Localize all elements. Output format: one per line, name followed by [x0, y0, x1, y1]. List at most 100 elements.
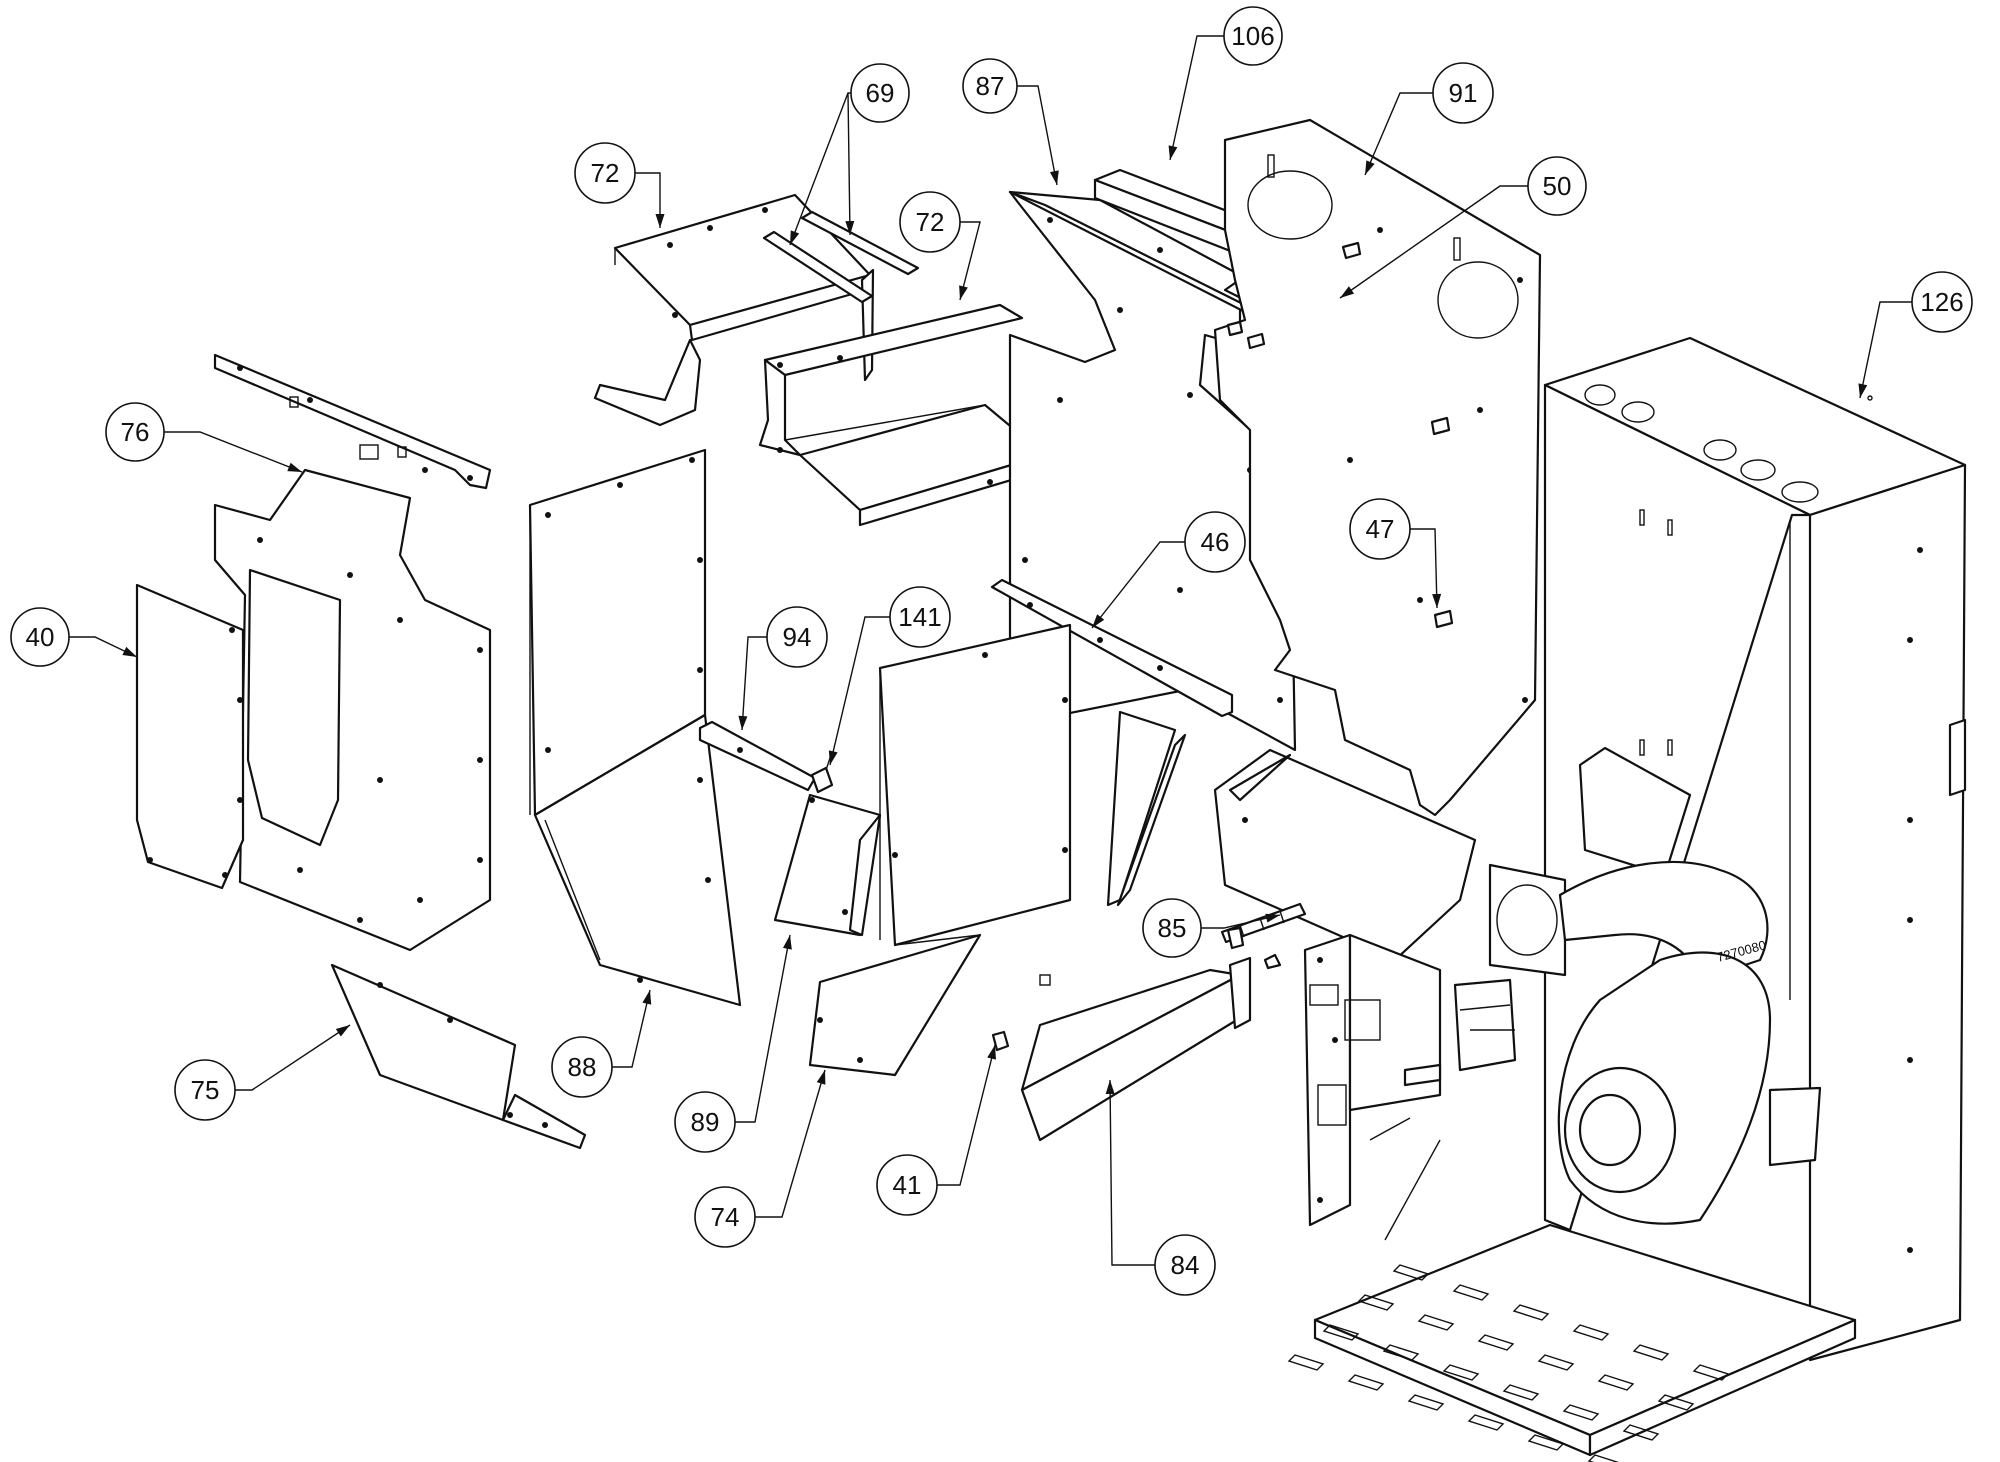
- callout-bubble-89: [674, 1091, 736, 1153]
- callout-bubble-76: [105, 402, 165, 462]
- callout-label-89: 89: [691, 1107, 720, 1137]
- part-angled-strip: [1106, 710, 1187, 907]
- tray-slot: [1597, 1374, 1635, 1391]
- tray-slot: [1527, 1434, 1565, 1451]
- leader-88-arrow: [642, 990, 652, 1005]
- leader-74: [755, 1069, 826, 1218]
- tray-slot: [1357, 1294, 1395, 1311]
- callout-bubble-84: [1154, 1234, 1216, 1296]
- callout-bubble-91: [1432, 62, 1494, 124]
- leader-46-arrow: [1092, 614, 1105, 628]
- tray-slot: [1407, 1394, 1445, 1411]
- leader-87-arrow: [1049, 170, 1059, 185]
- callout-bubble-87: [962, 58, 1018, 114]
- callout-label-50: 50: [1543, 171, 1572, 201]
- tray-slot: [1562, 1404, 1600, 1421]
- callout-bubble-41: [876, 1154, 938, 1216]
- part-blower-assembly: 7270080: [1453, 746, 1822, 1225]
- part-inner-plate: [1213, 748, 1477, 962]
- tray-slot: [1512, 1304, 1550, 1321]
- leader-106: [1169, 35, 1225, 161]
- leader-85-arrow: [1265, 913, 1280, 923]
- leader-89: [735, 934, 791, 1123]
- part-rear-panel: [213, 468, 492, 952]
- leader-72-arrow: [655, 214, 665, 228]
- leader-41-arrow: [987, 1045, 996, 1060]
- callout-label-75: 75: [191, 1075, 220, 1105]
- tray-slot: [1347, 1374, 1385, 1391]
- callout-bubble-46: [1184, 511, 1246, 573]
- tray-slot: [1632, 1344, 1670, 1361]
- part-94-rail: [698, 720, 817, 792]
- callout-label-72: 72: [591, 158, 620, 188]
- leader-47-arrow: [1432, 593, 1442, 608]
- callout-bubble-85: [1142, 898, 1202, 958]
- callout-label-106: 106: [1231, 21, 1274, 51]
- callout-label-74: 74: [711, 1202, 740, 1232]
- leader-75-arrow: [335, 1025, 350, 1037]
- tray-slot: [1477, 1334, 1515, 1351]
- leader-141-arrow: [828, 750, 838, 765]
- leader-69-b: [847, 92, 851, 236]
- leader-50-arrow: [1340, 286, 1355, 298]
- leader-76: [164, 431, 303, 473]
- part-85-spring-rod: [1220, 902, 1307, 950]
- callout-label-85: 85: [1158, 913, 1187, 943]
- leader-72-arrow: [959, 285, 968, 300]
- callout-label-141: 141: [898, 602, 941, 632]
- callout-label-46: 46: [1201, 527, 1230, 557]
- leader-88: [612, 989, 651, 1068]
- part-72-baffle-tray-right: [758, 303, 1047, 527]
- callout-bubble-69: [850, 63, 910, 123]
- callout-label-72: 72: [916, 207, 945, 237]
- callout-bubble-74: [694, 1186, 756, 1248]
- leader-84-arrow: [1105, 1080, 1115, 1095]
- leader-126-arrow: [1858, 383, 1868, 398]
- leader-69-b-arrow: [845, 220, 855, 235]
- callout-bubble-50: [1527, 156, 1587, 216]
- part-46-cross-rail: [990, 578, 1234, 718]
- leader-46: [1091, 541, 1185, 629]
- callout-bubble-94: [766, 606, 828, 668]
- tray-slot: [1692, 1364, 1730, 1381]
- leader-72: [635, 172, 661, 228]
- leader-94: [741, 636, 767, 731]
- callout-label-91: 91: [1449, 78, 1478, 108]
- leader-69-arrow: [790, 230, 800, 245]
- callout-label-87: 87: [976, 71, 1005, 101]
- tray-slot: [1587, 1454, 1620, 1462]
- tray-slot: [1467, 1414, 1505, 1431]
- callout-label-76: 76: [121, 417, 150, 447]
- callout-label-94: 94: [783, 622, 812, 652]
- callout-label-41: 41: [893, 1170, 922, 1200]
- callout-bubble-72: [574, 142, 636, 204]
- callout-label-47: 47: [1366, 514, 1395, 544]
- tray-slot: [1382, 1344, 1420, 1361]
- callout-bubble-106: [1223, 6, 1283, 66]
- tray-slot: [1452, 1284, 1490, 1301]
- leader-74-arrow: [816, 1070, 826, 1085]
- tray-slot: [1417, 1314, 1455, 1331]
- leader-lines: [69, 35, 1912, 1266]
- part-74-front-mid-panel: [808, 623, 1072, 1077]
- leader-94-arrow: [738, 715, 748, 730]
- part-84-bottom-tray: [1020, 953, 1282, 1142]
- leader-76-arrow: [287, 462, 302, 472]
- callout-bubble-47: [1349, 498, 1411, 560]
- leader-84: [1109, 1079, 1155, 1266]
- leader-91-arrow: [1365, 160, 1375, 175]
- leader-106-arrow: [1168, 145, 1178, 160]
- part-76-top-bracket: [213, 353, 492, 490]
- leader-126: [1859, 301, 1912, 399]
- callout-bubble-75: [174, 1059, 236, 1121]
- tray-slot: [1657, 1394, 1695, 1411]
- leader-47: [1410, 528, 1438, 609]
- callout-bubble-126: [1911, 271, 1973, 333]
- callout-label-84: 84: [1171, 1250, 1200, 1280]
- callout-bubble-141: [889, 586, 951, 648]
- leader-91: [1364, 92, 1433, 176]
- callout-bubble-88: [551, 1036, 613, 1098]
- callout-bubble-40: [10, 607, 70, 667]
